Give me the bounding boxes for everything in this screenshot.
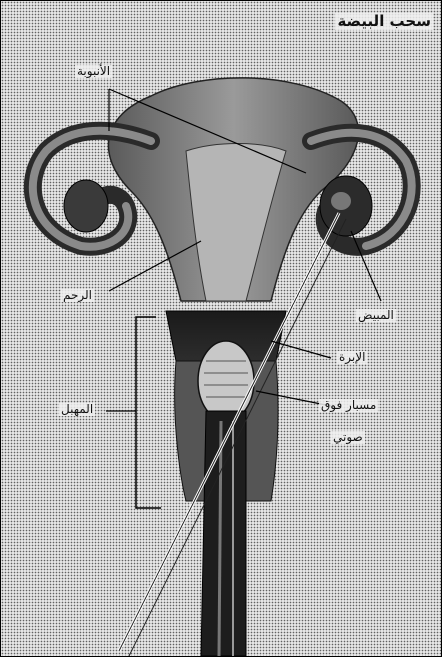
vagina-bracket [136, 317, 161, 508]
left-ovary [64, 180, 108, 232]
label-vagina: المهبل [59, 403, 95, 416]
label-ovary: المبيض [356, 309, 396, 322]
label-uterus: الرحم [61, 289, 94, 302]
label-probe-line1: مسبار فوق [319, 399, 378, 412]
label-fallopian-tube: الأنبوبة [75, 65, 112, 78]
probe-shaft [201, 411, 246, 656]
label-needle: الإبرة [337, 351, 367, 364]
diagram-title: سحب البيضة [335, 13, 433, 30]
label-probe-line2: صوتي [331, 431, 365, 444]
probe-head [198, 341, 254, 421]
